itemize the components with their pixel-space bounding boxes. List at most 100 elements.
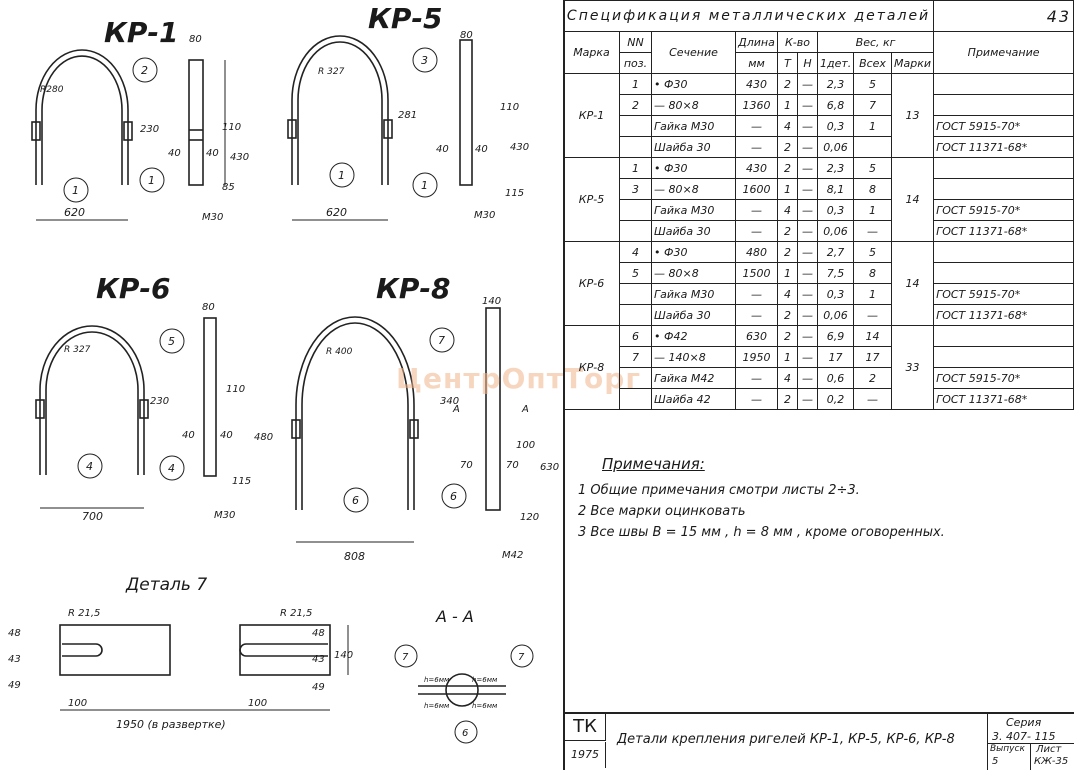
kp6-u-bolt: [39, 325, 145, 440]
cell-prim: [933, 262, 1074, 284]
cell-all: 1: [853, 115, 892, 137]
col-poz: поз.: [619, 52, 652, 74]
cell-n: —: [797, 199, 818, 221]
section-weld-3: h=6мм: [424, 702, 450, 710]
section-callout-6: 6: [462, 728, 468, 739]
detail7-dim-43b: 43: [312, 654, 325, 665]
kp1-radius: R280: [40, 85, 64, 95]
cell-poz: 3: [619, 178, 652, 200]
cell-sechenie: • Ф42: [651, 325, 736, 347]
cell-sechenie: Шайба 30: [651, 304, 736, 326]
kp8-dim-340: 340: [440, 396, 459, 407]
cell-t: 1: [777, 262, 798, 284]
cell-n: —: [797, 136, 818, 158]
kp8-section-mark-a2: А: [521, 404, 529, 415]
kp6-radius: R 327: [64, 345, 91, 355]
detail7-dim-48b: 48: [312, 628, 325, 639]
kp6-dim-230: 230: [150, 396, 169, 407]
kp5-dim-40a: 40: [436, 144, 449, 155]
kp6-plate: [203, 317, 217, 477]
cell-all: 5: [853, 241, 892, 263]
cell-t: 2: [777, 325, 798, 347]
kp8-dim-120: 120: [520, 512, 539, 523]
cell-all: —: [853, 388, 892, 410]
note-item-1: 1 Общие примечания смотри листы 2÷3.: [578, 483, 860, 498]
kp1-dim-430: 430: [230, 152, 249, 163]
kp1-width: 80: [189, 34, 202, 45]
cell-one: 0,06: [817, 220, 854, 242]
cell-dlina: 1600: [735, 178, 778, 200]
cell-marki: 14: [890, 157, 935, 242]
cell-t: 2: [777, 136, 798, 158]
kp8-plate: [485, 307, 501, 511]
cell-all: 8: [853, 262, 892, 284]
col-ves: Вес, кг: [816, 31, 935, 53]
kp8-span: 808: [344, 550, 365, 563]
spec-row: Шайба 42—2—0,2—ГОСТ 11371-68*: [564, 388, 1074, 410]
section-callout-7b: 7: [518, 652, 525, 663]
cell-one: 0,3: [817, 199, 854, 221]
cell-n: —: [797, 94, 818, 116]
cell-t: 1: [777, 178, 798, 200]
spec-table-wrapper: Спецификация металлических деталей 43 Ма…: [562, 0, 1074, 410]
section-aa-title: А - А: [435, 607, 474, 626]
cell-all: [853, 136, 892, 158]
stamp-series-label: Серия: [1006, 716, 1042, 729]
cell-prim: ГОСТ 11371-68*: [933, 388, 1074, 410]
kp6-span: 700: [82, 510, 103, 523]
cell-all: 14: [853, 325, 892, 347]
kp5-radius: R 327: [318, 67, 345, 77]
kp5-nut: М30: [474, 210, 495, 221]
col-prim: Примечание: [933, 31, 1074, 74]
kp5-callout-1b: 1: [421, 179, 428, 192]
kp6-dim-110: 110: [226, 384, 245, 395]
col-nn: NN: [619, 31, 652, 53]
stamp-year: 1975: [565, 742, 606, 768]
col-dlina: Длина: [735, 31, 778, 53]
col-kvo: К-во: [777, 31, 818, 53]
cell-poz: [619, 115, 652, 137]
stamp-sheet-label: Лист: [1036, 744, 1062, 755]
cell-n: —: [797, 283, 818, 305]
kp1-dim-110: 110: [222, 122, 241, 133]
cell-n: —: [797, 241, 818, 263]
cell-poz: [619, 388, 652, 410]
col-n: Н: [797, 52, 818, 74]
cell-dlina: —: [735, 199, 778, 221]
cell-poz: 2: [619, 94, 652, 116]
cell-one: 0,6: [817, 367, 854, 389]
cell-all: 2: [853, 367, 892, 389]
spec-table: Спецификация металлических деталей 43 Ма…: [562, 0, 1074, 410]
kp8-dim-70a: 70: [460, 460, 473, 471]
cell-dlina: —: [735, 367, 778, 389]
col-t: Т: [777, 52, 798, 74]
section-weld-2: h=6мм: [472, 676, 498, 684]
kp6-title: КР-6: [96, 272, 171, 305]
cell-sechenie: Гайка М30: [651, 115, 736, 137]
detail7-plate-left: [59, 624, 171, 676]
cell-t: 4: [777, 283, 798, 305]
detail7-radius-left: R 21,5: [68, 608, 100, 619]
kp5-dim-110: 110: [500, 102, 519, 113]
cell-t: 2: [777, 73, 798, 95]
stamp-issue: 5: [992, 756, 999, 767]
cell-t: 4: [777, 199, 798, 221]
cell-n: —: [797, 157, 818, 179]
cell-n: —: [797, 262, 818, 284]
cell-sechenie: • Ф30: [651, 157, 736, 179]
cell-dlina: 430: [735, 73, 778, 95]
cell-sechenie: Гайка М42: [651, 367, 736, 389]
kp1-dim-40a: 40: [168, 148, 181, 159]
cell-marka: КР-1: [563, 73, 620, 158]
kp6-nut: М30: [214, 510, 235, 521]
kp6-callout-5: 5: [168, 335, 175, 348]
cell-sechenie: Гайка М30: [651, 199, 736, 221]
cell-t: 2: [777, 241, 798, 263]
cell-marka: КР-6: [563, 241, 620, 326]
